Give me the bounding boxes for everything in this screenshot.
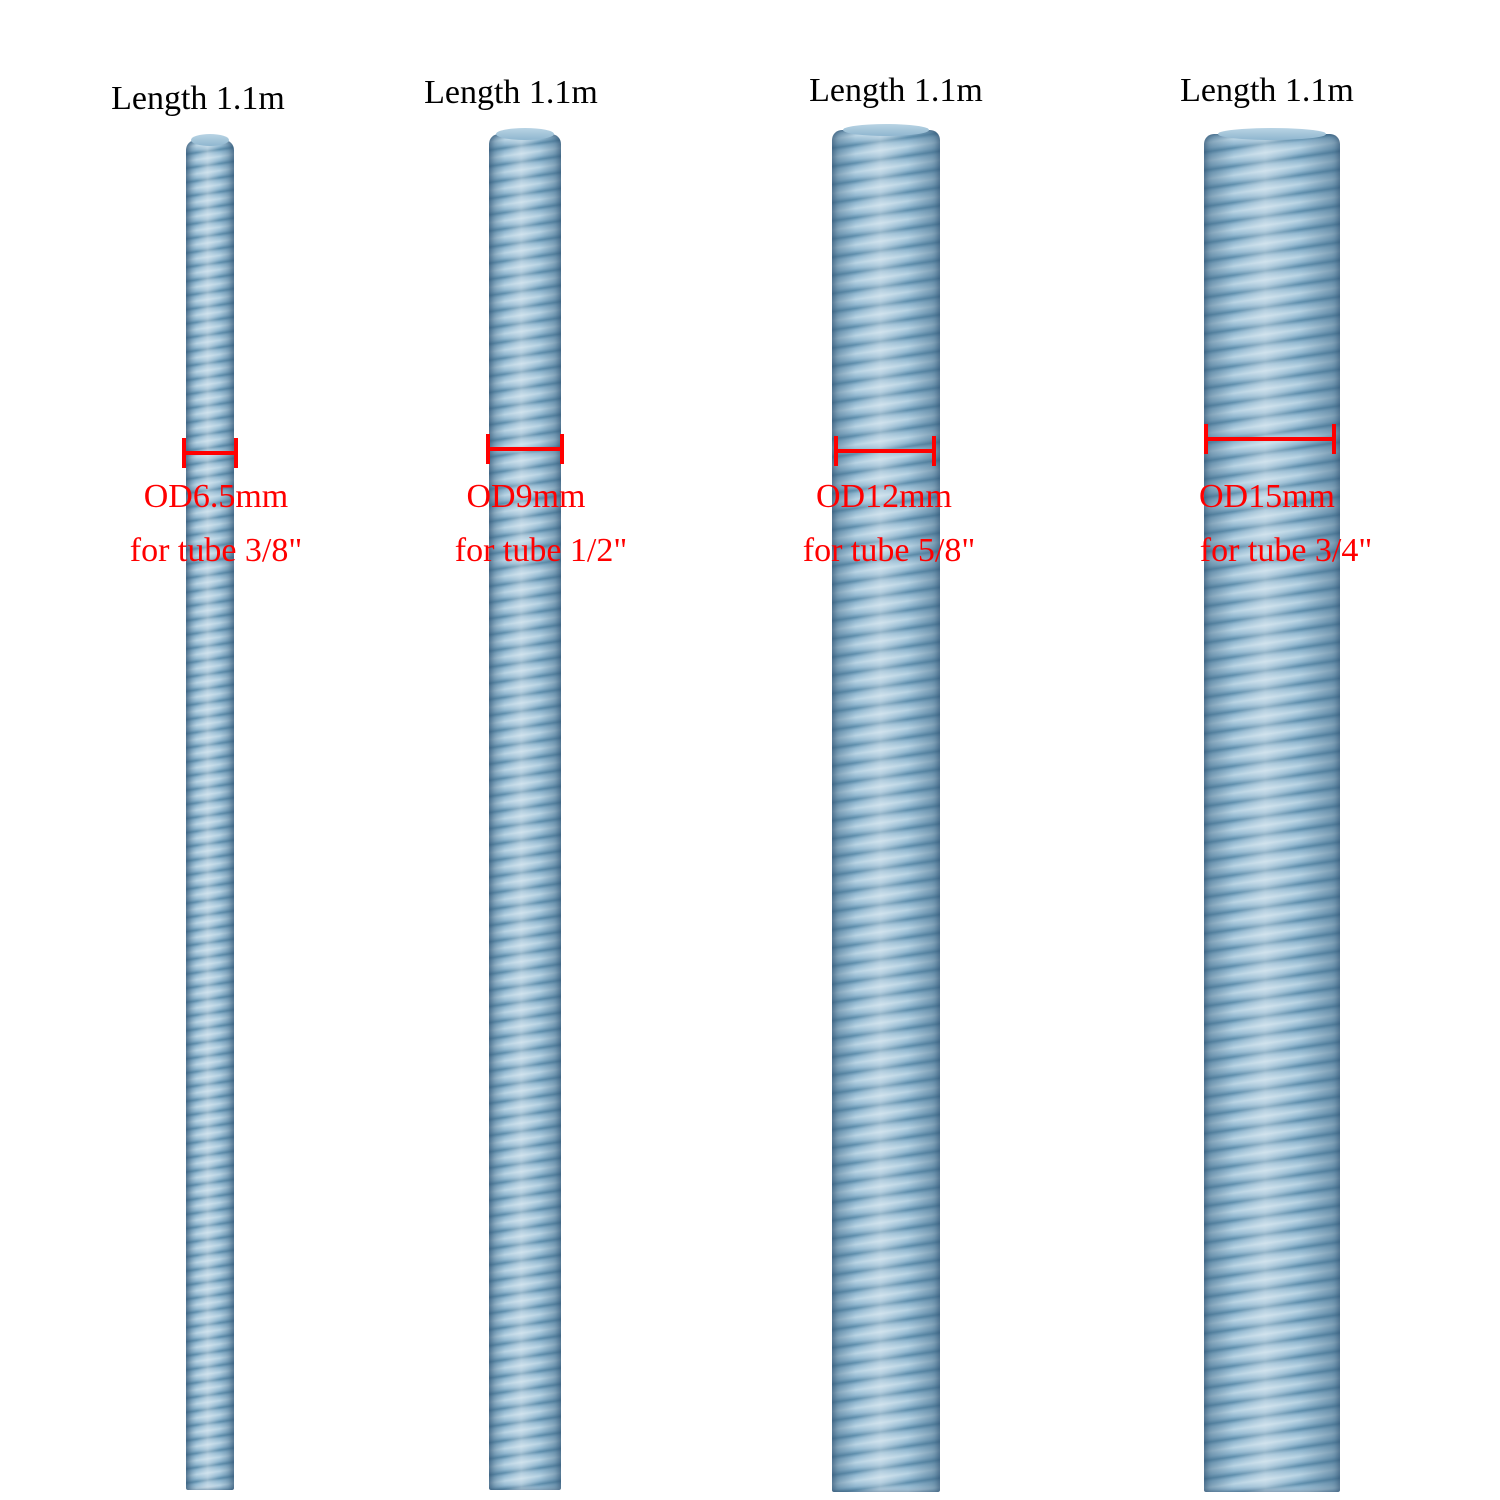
spring-coil [186,134,234,1490]
length-label: Length 1.1m [424,74,598,111]
diameter-tick-left [182,438,186,468]
spring-coil [489,128,561,1490]
tube-size-label: for tube 3/4" [1199,532,1373,569]
tube-size-label: for tube 1/2" [454,532,628,569]
tube-size-label: for tube 3/8" [129,532,303,569]
spring-end [1217,128,1327,140]
diameter-bar [1204,437,1336,441]
od-label: OD15mm [1199,478,1335,515]
diameter-bar [182,451,238,455]
length-label: Length 1.1m [809,72,983,109]
diameter-indicator [834,436,936,466]
length-label: Length 1.1m [111,80,285,117]
od-label: OD9mm [466,478,586,515]
diameter-bar [486,447,564,451]
od-label: OD12mm [816,478,952,515]
diameter-indicator [486,434,564,464]
tube-size-label: for tube 5/8" [802,532,976,569]
spring-coil [1204,128,1340,1492]
diameter-tick-right [560,434,564,464]
diameter-tick-left [1204,424,1208,454]
spring-end [190,134,230,146]
diameter-tick-left [486,434,490,464]
diameter-bar [834,449,936,453]
diameter-indicator [182,438,238,468]
spring-end [842,124,930,136]
length-label: Length 1.1m [1180,72,1354,109]
od-label: OD6.5mm [143,478,289,515]
spring-end [496,128,554,140]
diameter-tick-right [234,438,238,468]
diameter-tick-right [1332,424,1336,454]
spring-coil [832,124,940,1492]
diameter-tick-right [932,436,936,466]
diameter-tick-left [834,436,838,466]
diameter-indicator [1204,424,1336,454]
